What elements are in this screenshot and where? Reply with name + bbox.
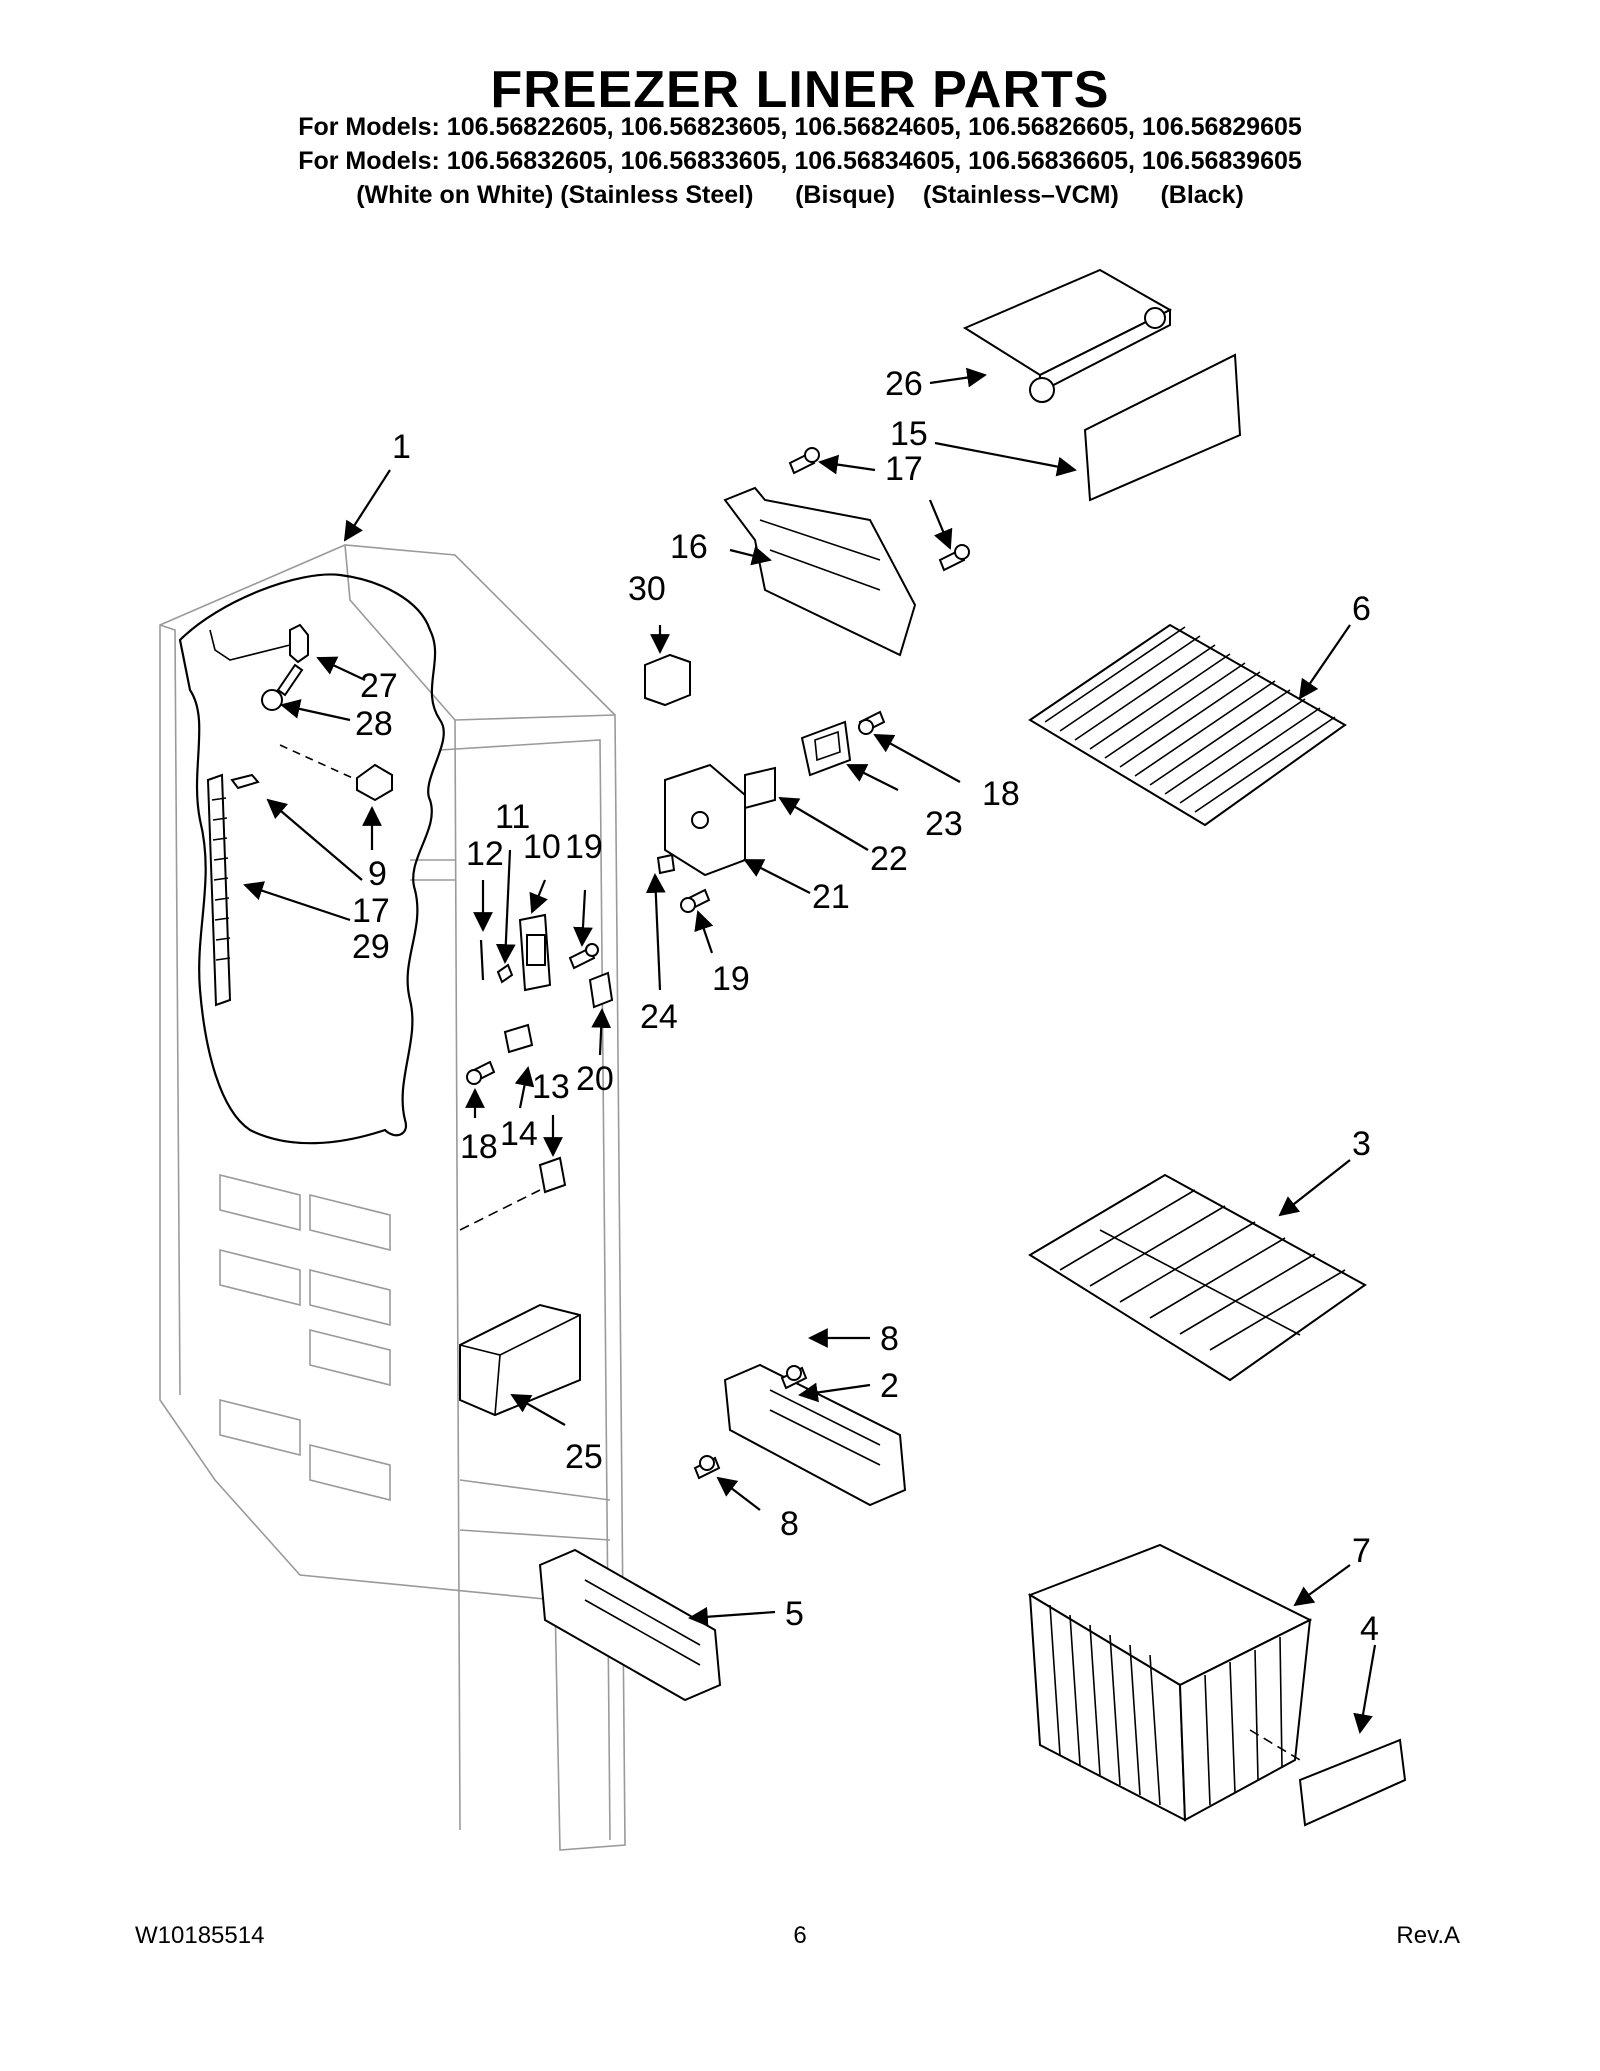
callout-7: 7 xyxy=(1352,1532,1371,1570)
callout-10: 10 xyxy=(523,828,561,866)
callout-13: 13 xyxy=(532,1068,570,1106)
part-28-light-bulb xyxy=(261,663,304,711)
callout-27: 27 xyxy=(360,667,398,705)
callout-24: 24 xyxy=(640,998,678,1036)
callout-16: 16 xyxy=(670,528,708,566)
callout-17-top: 17 xyxy=(885,450,923,488)
callout-19-center: 19 xyxy=(712,960,750,998)
part-25-cover xyxy=(459,1303,581,1417)
callout-25: 25 xyxy=(565,1438,603,1476)
leader-lines xyxy=(243,367,1377,1734)
callout-14: 14 xyxy=(500,1115,538,1153)
part-7-wire-basket xyxy=(1027,1543,1313,1822)
callout-9: 9 xyxy=(368,855,387,893)
part-23-control-board xyxy=(800,720,852,777)
callout-19-left: 19 xyxy=(565,828,603,866)
part-29-shelf-rail xyxy=(206,773,260,1007)
callout-29: 29 xyxy=(352,928,390,966)
part-16-housing xyxy=(723,486,917,657)
callout-1: 1 xyxy=(392,428,411,466)
page-title: FREEZER LINER PARTS xyxy=(490,61,1110,119)
part-13-switch xyxy=(503,1023,534,1054)
document-number: W10185514 xyxy=(135,1922,265,1949)
callout-8-top: 8 xyxy=(880,1320,899,1358)
callout-22: 22 xyxy=(870,840,908,878)
part-2-rail xyxy=(723,1363,907,1507)
callout-labels: 1 27 28 9 17 29 11 12 10 19 20 13 14 18 … xyxy=(352,365,1379,1648)
part-18-screw-left xyxy=(466,1060,496,1085)
callout-15: 15 xyxy=(890,415,928,453)
part-5-rail xyxy=(538,1548,722,1702)
part-26-top-hinge-cover xyxy=(962,268,1173,403)
callout-21: 21 xyxy=(812,878,850,916)
part-3-wire-shelf xyxy=(1028,1173,1367,1382)
callout-17-left: 17 xyxy=(352,892,390,930)
part-30-bracket xyxy=(644,653,691,707)
callout-18-left: 18 xyxy=(460,1128,498,1166)
part-14-connector xyxy=(459,1156,567,1231)
part-19-screw-left xyxy=(568,943,599,970)
callout-20: 20 xyxy=(576,1060,614,1098)
page-number: 6 xyxy=(793,1922,807,1949)
freezer-liner-cabinet xyxy=(159,544,626,1851)
models-line-2: For Models: 106.56832605, 106.56833605, … xyxy=(298,147,1302,175)
callout-4: 4 xyxy=(1360,1610,1379,1648)
models-line-1: For Models: 106.56822605, 106.56823605, … xyxy=(298,113,1302,141)
part-6-wire-shelf xyxy=(1028,623,1347,827)
callout-3: 3 xyxy=(1352,1125,1371,1163)
part-17-screw-right xyxy=(938,544,970,572)
color-variants-line: (White on White) (Stainless Steel) (Bisq… xyxy=(356,181,1244,209)
part-10-control-housing xyxy=(518,913,552,992)
part-9-clip xyxy=(279,744,393,802)
callout-18-right: 18 xyxy=(982,775,1020,813)
part-4-basket-front xyxy=(1249,1729,1407,1827)
part-12-wire xyxy=(479,939,485,981)
callout-12: 12 xyxy=(466,835,504,873)
part-15-panel xyxy=(1083,353,1242,502)
revision: Rev.A xyxy=(1396,1922,1460,1949)
callout-11: 11 xyxy=(495,798,530,836)
part-8-screw-bottom xyxy=(693,1455,721,1480)
part-20-cover xyxy=(588,971,614,1009)
callout-23: 23 xyxy=(925,805,963,843)
part-8-screw-top xyxy=(780,1365,808,1390)
callout-26: 26 xyxy=(885,365,923,403)
callout-6: 6 xyxy=(1352,590,1371,628)
callout-30: 30 xyxy=(628,570,666,608)
part-11-thermistor xyxy=(496,963,514,984)
callout-2: 2 xyxy=(880,1367,899,1405)
callout-5: 5 xyxy=(785,1595,804,1633)
part-17-screw-top xyxy=(788,447,820,475)
callout-28: 28 xyxy=(355,705,393,743)
part-18-screw-right xyxy=(858,710,886,735)
part-24-screw xyxy=(656,853,676,875)
part-19-screw-center xyxy=(680,888,711,913)
callout-8-bottom: 8 xyxy=(780,1505,799,1543)
part-22-damper xyxy=(664,763,776,877)
part-27-light-socket xyxy=(209,623,309,664)
